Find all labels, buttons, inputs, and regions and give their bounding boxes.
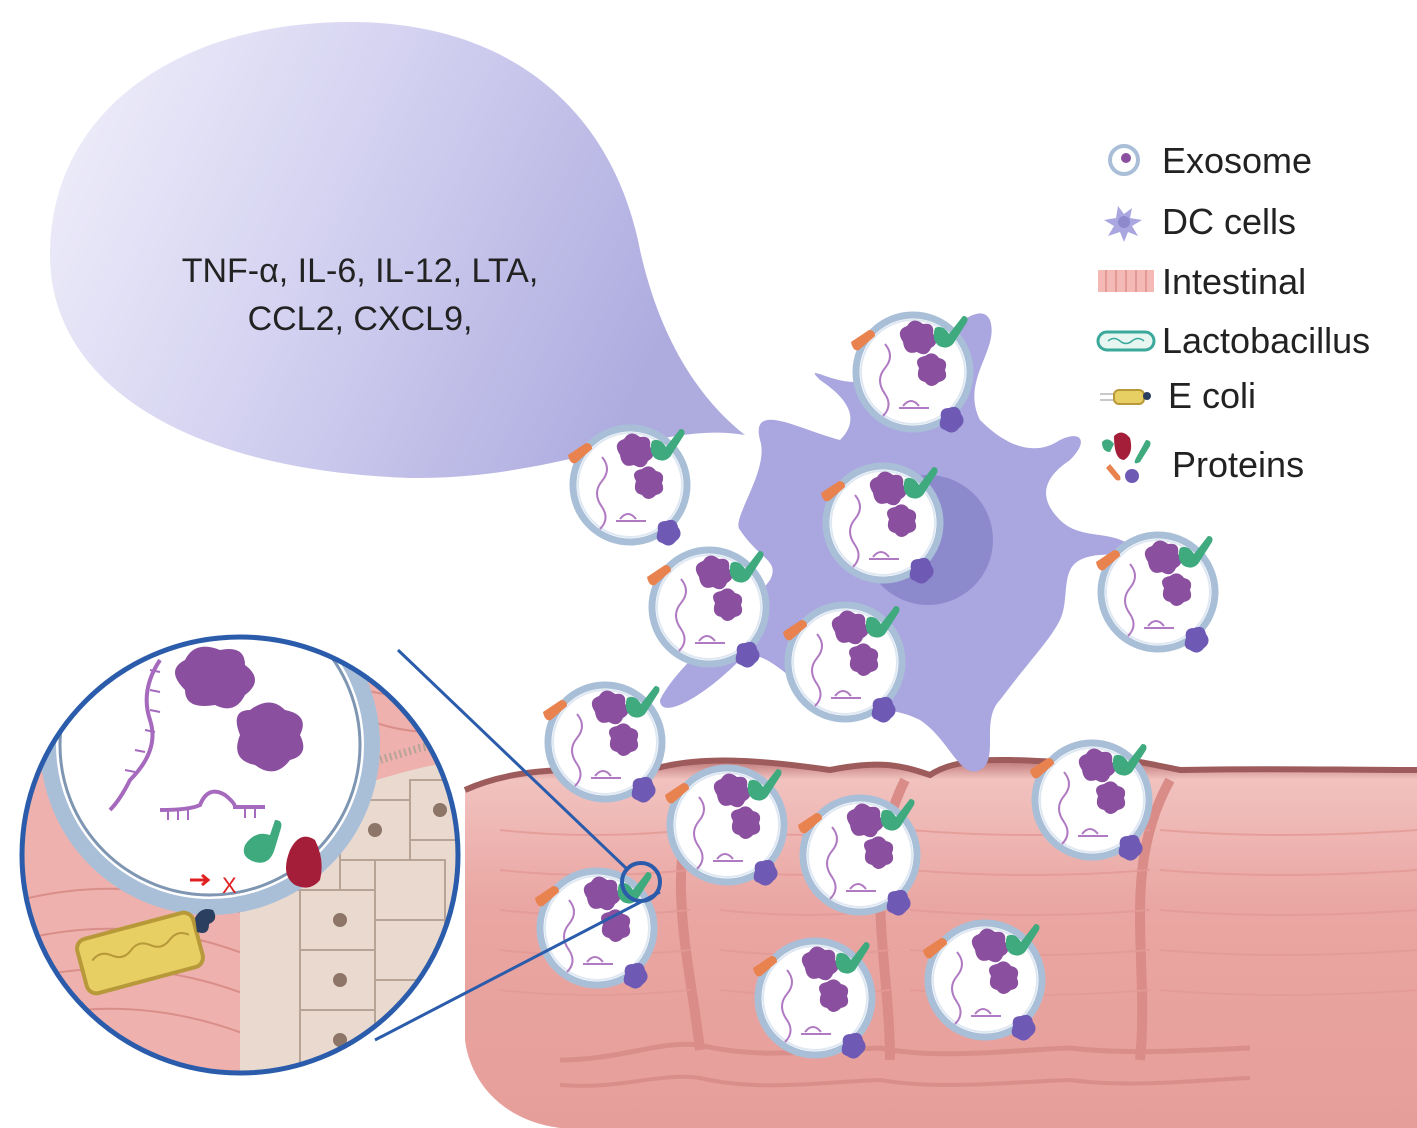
legend-label-exosome: Exosome: [1162, 140, 1313, 181]
zoom-inset: X: [19, 634, 461, 1076]
legend-label-e-coli: E coli: [1168, 375, 1257, 416]
legend-item-dc-cells: DC cells: [1162, 197, 1296, 247]
legend-label-proteins: Proteins: [1172, 444, 1305, 485]
lactobacillus-icon: [1096, 330, 1156, 352]
dc-cell-icon: [1104, 206, 1142, 242]
legend-item-exosome: Exosome: [1162, 136, 1312, 186]
legend-item-e-coli: E coli: [1168, 371, 1256, 421]
zoom-connector: [374, 648, 662, 1042]
exosome-icon: [1108, 144, 1140, 176]
legend-label-dc-cells: DC cells: [1162, 201, 1297, 242]
cytokine-line-2: CCL2, CXCL9,: [247, 300, 473, 338]
cytokine-line-1: TNF-α, IL-6, IL-12, LTA,: [181, 252, 539, 290]
legend-label-lactobacillus: Lactobacillus: [1162, 320, 1371, 361]
intestinal-icon: [1098, 270, 1154, 292]
legend-item-proteins: Proteins: [1172, 440, 1304, 490]
legend-item-lactobacillus: Lactobacillus: [1162, 316, 1370, 366]
proteins-icon: [1102, 432, 1151, 483]
legend-item-intestinal: Intestinal: [1162, 257, 1306, 307]
block-marker: X: [222, 873, 237, 898]
e-coli-icon: [1100, 389, 1151, 405]
cytokine-bubble: [50, 22, 745, 479]
legend-label-intestinal: Intestinal: [1162, 261, 1307, 302]
